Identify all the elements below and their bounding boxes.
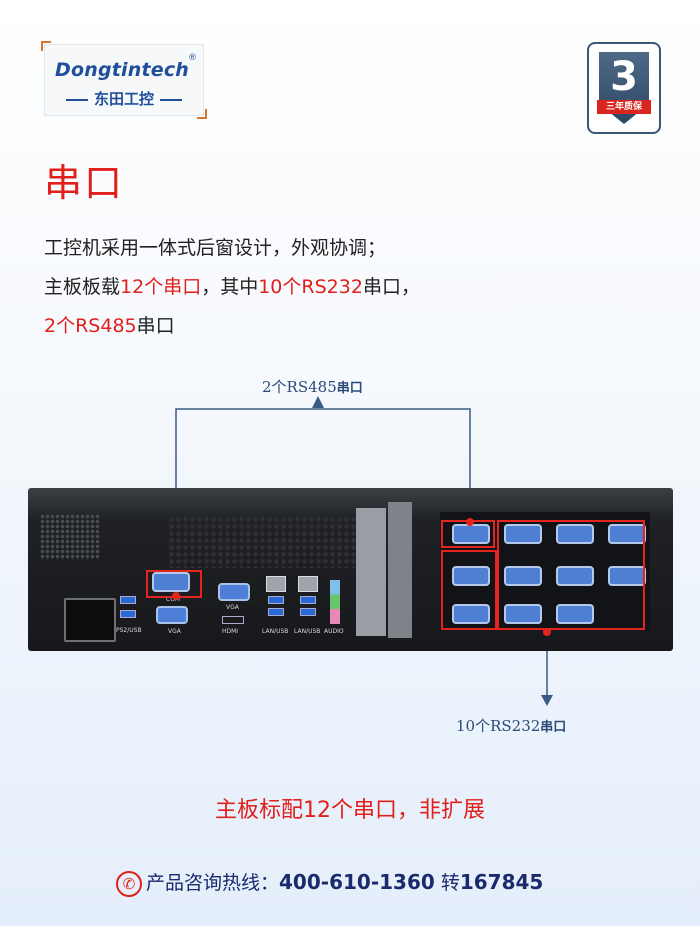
port-label: LAN/USB <box>294 628 321 635</box>
rs232-highlight-box <box>441 550 497 630</box>
warranty-label: 三年质保 <box>597 100 651 114</box>
hotline-ext-label: 转 <box>440 872 460 894</box>
company-logo: Dongtintech ® 东田工控 <box>41 41 207 119</box>
rs232-port-icon <box>608 524 646 544</box>
description-text: 串口 <box>136 315 175 337</box>
logo-corner-accent <box>41 41 51 51</box>
port-label: HDMI <box>222 628 239 635</box>
port-label: VGA <box>168 628 181 635</box>
hotline: ✆产品咨询热线：400-610-1360 转167845 <box>116 868 543 897</box>
port-label: AUDIO <box>324 628 344 635</box>
usb-port-icon <box>268 608 284 616</box>
footer-note: 主板标配12个串口，非扩展 <box>215 798 485 823</box>
phone-icon: ✆ <box>116 870 142 897</box>
rs232-port-icon <box>608 566 646 586</box>
warranty-badge: 3 三年质保 <box>587 42 661 134</box>
hotline-number[interactable]: 400-610-1360 <box>279 870 435 894</box>
port-label: PS2/USB <box>116 627 142 634</box>
description-text: 工控机采用一体式后窗设计，外观协调； <box>44 237 387 259</box>
description-highlight: 12个串口 <box>120 276 202 298</box>
ethernet-port-icon <box>298 576 318 592</box>
description-highlight: 10个RS232 <box>258 276 363 298</box>
description-text: ，其中 <box>201 276 259 298</box>
usb-port-icon <box>300 608 316 616</box>
description-highlight: 2个RS485 <box>44 315 137 337</box>
callout-text: 10个RS232 <box>456 717 541 735</box>
brand-name-en: Dongtintech <box>55 59 190 81</box>
description-text: 主板板载 <box>44 276 121 298</box>
ethernet-port-icon <box>266 576 286 592</box>
rs232-port-icon <box>556 604 594 624</box>
connector-dot <box>466 518 474 526</box>
usb-port-icon <box>300 596 316 604</box>
callout-rs232: 10个RS232串口 <box>456 715 566 736</box>
vga-port-icon <box>156 606 188 624</box>
vga-port-icon <box>218 583 250 601</box>
connector-dot <box>543 628 551 636</box>
rs232-port-icon <box>452 604 490 624</box>
rs232-port-icon <box>556 566 594 586</box>
callout-text: 串口 <box>336 381 363 396</box>
arrow-up-icon <box>312 396 324 408</box>
hdmi-port-icon <box>222 616 244 624</box>
power-socket-icon <box>64 598 116 642</box>
section-title: 串口 <box>44 161 125 205</box>
com-port-icon <box>152 572 190 592</box>
description-line-2: 主板板载12个串口，其中10个RS232串口， <box>44 272 420 299</box>
vent-holes <box>40 514 100 560</box>
description-text: 串口， <box>362 276 420 298</box>
rs232-highlight-box <box>497 520 645 630</box>
brand-name-cn: 东田工控 <box>45 88 203 109</box>
registered-mark: ® <box>188 53 197 63</box>
usb-port-icon <box>268 596 284 604</box>
logo-corner-accent <box>197 109 207 119</box>
connector-dot <box>172 592 180 600</box>
description-line-1: 工控机采用一体式后窗设计，外观协调； <box>44 233 386 260</box>
usb-port-icon <box>120 610 136 618</box>
description-line-3: 2个RS485串口 <box>44 311 175 338</box>
audio-jack-icon <box>330 580 340 624</box>
rear-panel-image: PS2/USB COM VGA VGA HDMI LAN/USB LAN/USB… <box>28 488 673 651</box>
expansion-slot-cover <box>388 502 412 638</box>
arrow-down-icon <box>541 695 553 706</box>
callout-text: 2个RS485 <box>262 378 337 396</box>
rs232-port-icon <box>504 524 542 544</box>
vent-holes <box>168 516 368 568</box>
callout-rs485: 2个RS485串口 <box>262 376 363 397</box>
hotline-ext: 167845 <box>459 870 544 894</box>
rs232-port-icon <box>504 566 542 586</box>
hotline-label: 产品咨询热线： <box>146 872 280 894</box>
rs232-port-icon <box>452 566 490 586</box>
expansion-slot-cover <box>356 508 386 636</box>
usb-port-icon <box>120 596 136 604</box>
callout-text: 串口 <box>540 720 567 735</box>
port-label: COM <box>166 596 181 603</box>
port-label: VGA <box>226 604 239 611</box>
rs232-port-icon <box>504 604 542 624</box>
warranty-years: 3 <box>610 54 638 100</box>
port-label: LAN/USB <box>262 628 289 635</box>
rs232-port-icon <box>556 524 594 544</box>
